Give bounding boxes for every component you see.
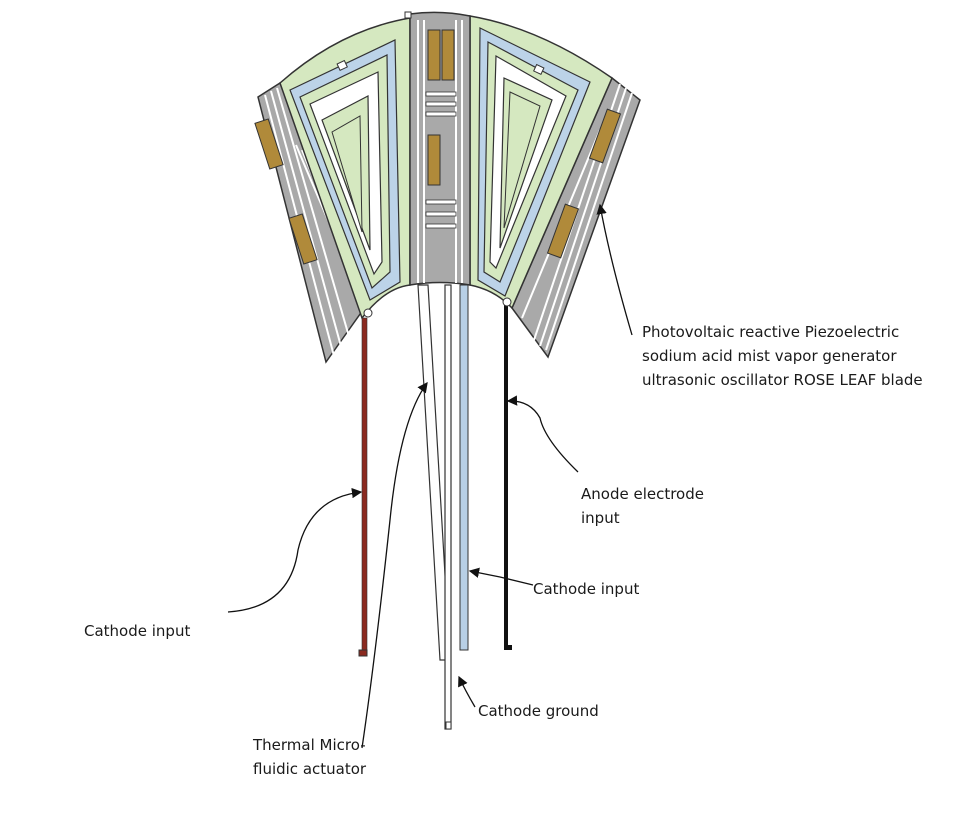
wire-red-cathode [361, 317, 368, 655]
wires [358, 284, 512, 730]
center-cell-3 [427, 134, 441, 186]
leader-blade [596, 203, 633, 336]
label-anode: Anode electrode input [581, 482, 704, 530]
leader-cathode-left [227, 487, 363, 613]
wire-blue-cathode [459, 284, 469, 651]
center-column [404, 11, 471, 286]
leader-lines [227, 203, 633, 749]
wire-black-anode [504, 305, 508, 649]
left-cell-bottom [288, 213, 318, 265]
label-cathode-left-text: Cathode input [84, 622, 191, 640]
left-cell-top [254, 118, 284, 170]
label-cathode-right-text: Cathode input [533, 580, 640, 598]
left-leaf-panel [279, 17, 411, 320]
label-anode-line1: Anode electrode [581, 485, 704, 503]
wire-black-terminal [502, 297, 512, 307]
label-anode-line2: input [581, 509, 620, 527]
center-cell-1 [427, 29, 441, 81]
label-cathode-ground: Cathode ground [478, 699, 599, 723]
right-cell-top [588, 108, 622, 164]
center-cell-2 [441, 29, 455, 81]
label-cathode-ground-text: Cathode ground [478, 702, 599, 720]
label-thermal: Thermal Micro- fluidic actuator [253, 733, 366, 781]
label-blade: Photovoltaic reactive Piezoelectric sodi… [642, 320, 923, 392]
label-blade-line1: Photovoltaic reactive Piezoelectric [642, 323, 900, 341]
label-thermal-line2: fluidic actuator [253, 760, 367, 778]
cathode-ground-strip [444, 284, 452, 730]
label-thermal-line1: Thermal Micro- [253, 736, 366, 754]
label-blade-line2: sodium acid mist vapor generator [642, 347, 897, 365]
right-cell-bottom [546, 203, 580, 259]
right-leaf-panel [469, 15, 613, 310]
leader-cathode-right [468, 567, 534, 586]
leader-anode [506, 395, 579, 473]
label-blade-line3: ultrasonic oscillator ROSE LEAF blade [642, 371, 923, 389]
leader-thermal [361, 381, 428, 749]
wire-red-terminal [363, 308, 373, 318]
label-cathode-right: Cathode input [533, 577, 639, 601]
label-cathode-left: Cathode input [84, 619, 190, 643]
leader-ground [458, 675, 476, 708]
